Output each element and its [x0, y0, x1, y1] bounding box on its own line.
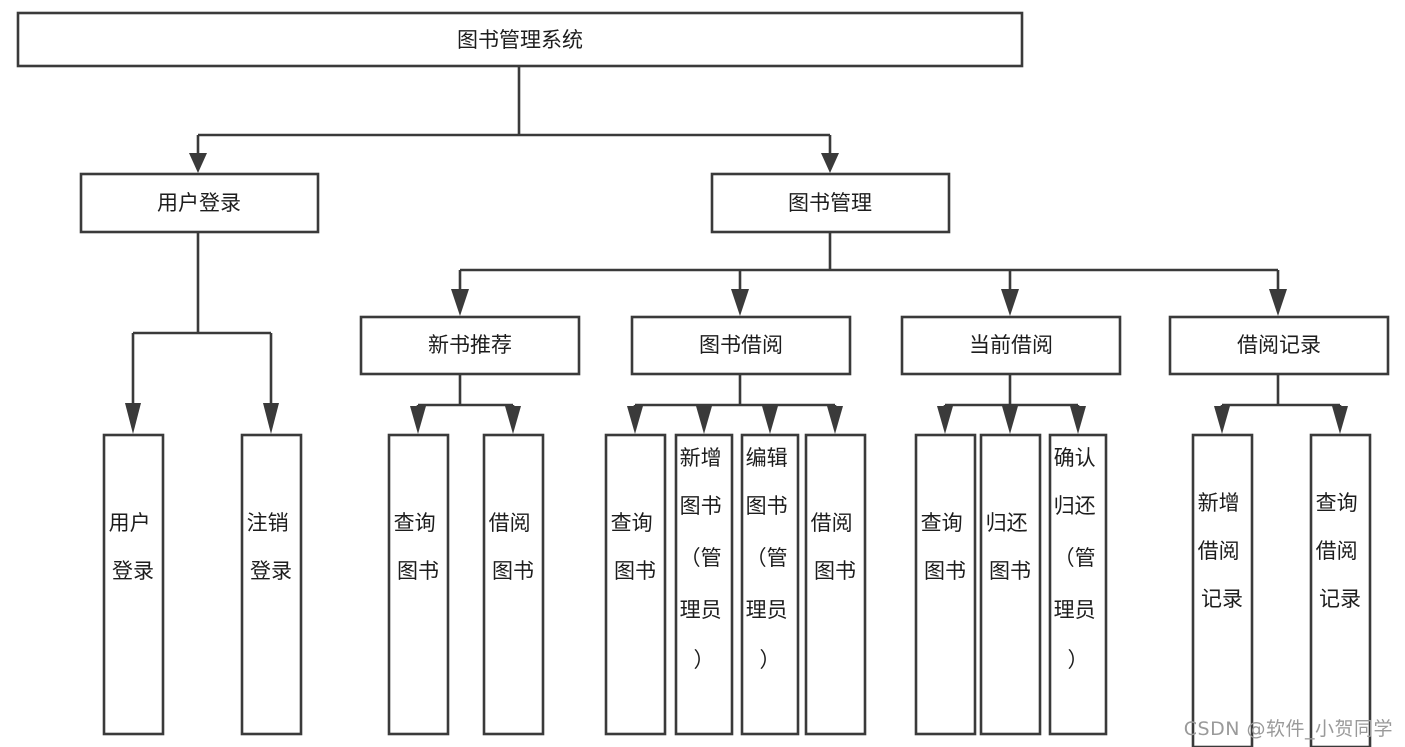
arrow-head-leaf-return-book — [1002, 406, 1018, 434]
node-leaf-borrow-book-1[interactable]: 借阅 图书 — [482, 433, 545, 736]
node-leaf-confirm-return-label: 确认 归还 （管 理员 ） — [1054, 446, 1103, 672]
arrow-head-leaf-query-book-2 — [627, 406, 643, 434]
node-current-borrow-box[interactable] — [900, 315, 1122, 376]
node-leaf-query-book-2-box[interactable] — [604, 433, 667, 736]
arrow-head-leaf-borrow-book-2 — [827, 406, 843, 434]
arrow-head-leaf-query-book-1 — [410, 406, 426, 434]
node-root-box[interactable] — [16, 11, 1024, 68]
node-book-borrow-box[interactable] — [630, 315, 852, 376]
node-book-management-box[interactable] — [710, 172, 951, 234]
node-leaf-add-record[interactable]: 新增 借阅 记录 — [1191, 433, 1254, 747]
node-book-management-label: 图书管理 — [788, 191, 872, 215]
node-leaf-query-book-1-box[interactable] — [387, 433, 450, 736]
node-book-borrow-label: 图书借阅 — [699, 333, 783, 357]
node-leaf-return-book-label: 归还 图书 — [986, 511, 1035, 583]
arrow-head-leaf-user-logout — [263, 403, 279, 434]
node-leaf-user-login[interactable]: 用户 登录 — [102, 433, 165, 736]
node-borrow-record-box[interactable] — [1168, 315, 1390, 376]
node-leaf-add-record-box[interactable] — [1191, 433, 1254, 747]
arrow-head-new-book-recommend — [451, 289, 469, 316]
arrow-head-leaf-query-record — [1332, 406, 1348, 434]
node-user-login[interactable]: 用户登录 — [79, 172, 320, 234]
node-current-borrow[interactable]: 当前借阅 — [900, 315, 1122, 376]
node-leaf-query-book-1-label: 查询 图书 — [394, 511, 443, 583]
arrow-head-current-borrow — [1001, 289, 1019, 316]
node-new-book-recommend-label: 新书推荐 — [428, 333, 512, 357]
node-root[interactable]: 图书管理系统 — [16, 11, 1024, 68]
node-user-login-label: 用户登录 — [157, 191, 241, 215]
node-leaf-add-book[interactable]: 新增 图书 （管 理员 ） — [674, 433, 734, 736]
node-leaf-user-logout-label: 注销 登录 — [247, 511, 296, 583]
arrow-head-book-borrow — [731, 289, 749, 316]
node-root-label: 图书管理系统 — [457, 28, 583, 52]
arrow-head-leaf-confirm-return — [1070, 406, 1086, 434]
node-leaf-query-book-3[interactable]: 查询 图书 — [914, 433, 977, 736]
arrow-head-leaf-borrow-book-1 — [505, 406, 521, 434]
node-leaf-return-book-box[interactable] — [979, 433, 1042, 736]
node-leaf-return-book[interactable]: 归还 图书 — [979, 433, 1042, 736]
node-leaf-query-book-2-label: 查询 图书 — [611, 511, 660, 583]
node-borrow-record[interactable]: 借阅记录 — [1168, 315, 1390, 376]
arrow-head-book-management — [821, 153, 839, 173]
node-leaf-add-book-label: 新增 图书 （管 理员 ） — [680, 446, 729, 672]
node-borrow-record-label: 借阅记录 — [1237, 333, 1321, 357]
node-leaf-confirm-return[interactable]: 确认 归还 （管 理员 ） — [1048, 433, 1108, 736]
node-leaf-add-record-label: 新增 借阅 记录 — [1198, 491, 1247, 611]
arrow-head-user-login — [189, 153, 207, 173]
node-user-login-box[interactable] — [79, 172, 320, 234]
arrow-head-leaf-user-login — [125, 403, 141, 434]
node-leaf-query-book-1[interactable]: 查询 图书 — [387, 433, 450, 736]
node-leaf-edit-book-label: 编辑 图书 （管 理员 ） — [746, 446, 795, 672]
node-leaf-borrow-book-2-box[interactable] — [804, 433, 867, 736]
arrow-head-borrow-record — [1269, 289, 1287, 316]
node-leaf-user-logout[interactable]: 注销 登录 — [240, 433, 303, 736]
node-leaf-borrow-book-1-box[interactable] — [482, 433, 545, 736]
node-leaf-user-login-label: 用户 登录 — [109, 511, 158, 583]
node-leaf-query-book-3-label: 查询 图书 — [921, 511, 970, 583]
arrow-head-leaf-add-book — [696, 406, 712, 434]
node-leaf-confirm-return-box[interactable] — [1048, 433, 1108, 736]
node-leaf-borrow-book-2-label: 借阅 图书 — [811, 511, 860, 583]
node-book-borrow[interactable]: 图书借阅 — [630, 315, 852, 376]
node-leaf-user-login-box[interactable] — [102, 433, 165, 736]
node-book-management[interactable]: 图书管理 — [710, 172, 951, 234]
arrow-head-leaf-add-record — [1214, 406, 1230, 434]
node-leaf-query-book-3-box[interactable] — [914, 433, 977, 736]
node-leaf-query-record-label: 查询 借阅 记录 — [1316, 491, 1365, 611]
node-leaf-edit-book-box[interactable] — [740, 433, 800, 736]
node-new-book-recommend[interactable]: 新书推荐 — [359, 315, 581, 376]
node-current-borrow-label: 当前借阅 — [969, 333, 1053, 357]
node-leaf-user-logout-box[interactable] — [240, 433, 303, 736]
node-new-book-recommend-box[interactable] — [359, 315, 581, 376]
csdn-watermark: CSDN @软件_小贺同学 — [1183, 718, 1393, 740]
node-leaf-query-record[interactable]: 查询 借阅 记录 — [1309, 433, 1372, 747]
node-leaf-query-record-box[interactable] — [1309, 433, 1372, 747]
node-leaf-add-book-box[interactable] — [674, 433, 734, 736]
arrow-head-leaf-edit-book — [762, 406, 778, 434]
node-leaf-query-book-2[interactable]: 查询 图书 — [604, 433, 667, 736]
connector-group — [125, 67, 1348, 434]
arrow-head-leaf-query-book-3 — [937, 406, 953, 434]
node-leaf-edit-book[interactable]: 编辑 图书 （管 理员 ） — [740, 433, 800, 736]
node-leaf-borrow-book-2[interactable]: 借阅 图书 — [804, 433, 867, 736]
node-leaf-borrow-book-1-label: 借阅 图书 — [489, 511, 538, 583]
